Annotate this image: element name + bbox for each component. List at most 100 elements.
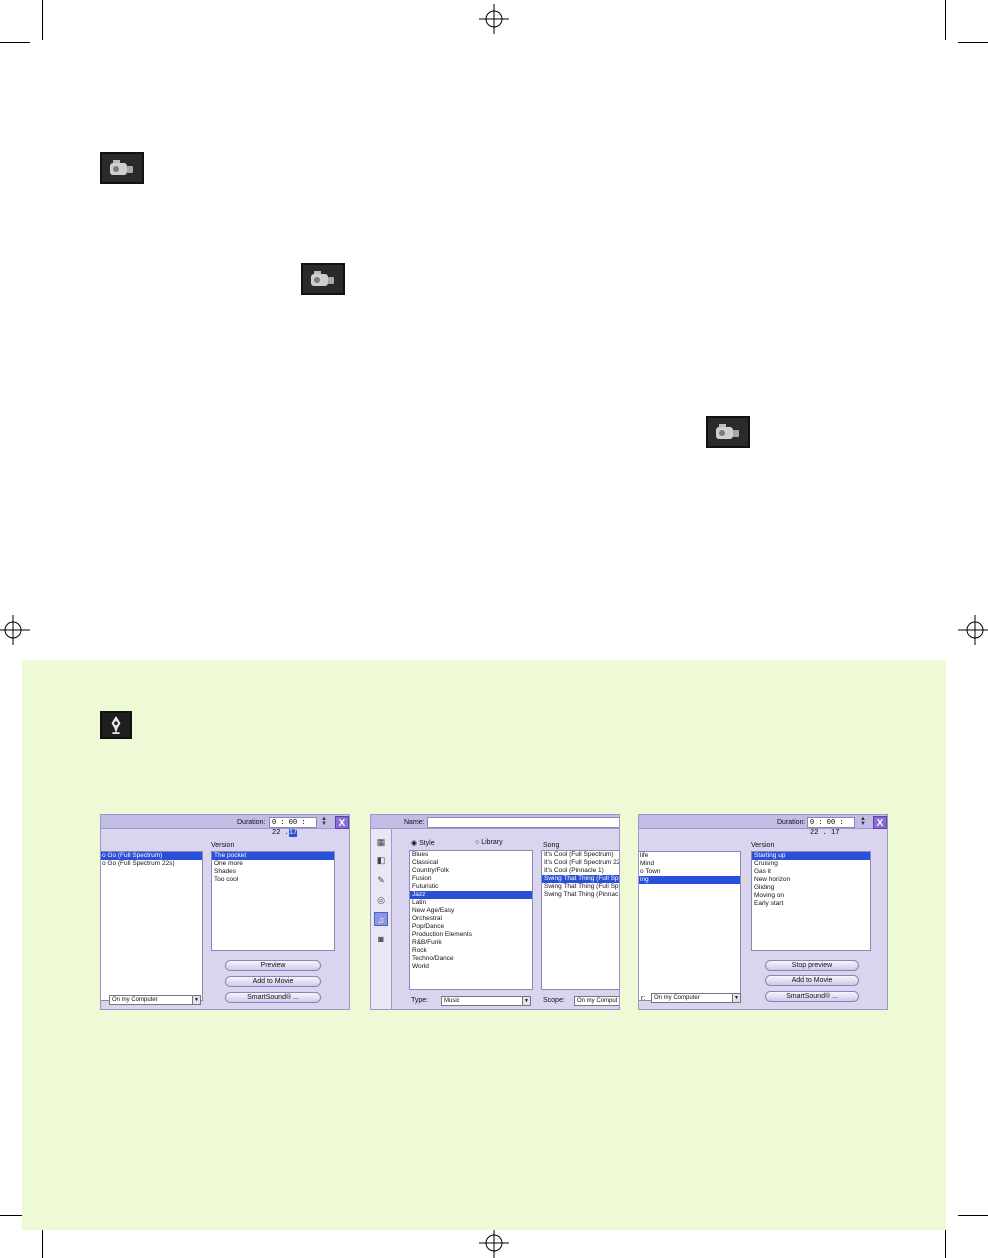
list-item[interactable]: Latin <box>412 899 427 906</box>
list-item[interactable]: Too cool <box>214 876 239 883</box>
type-select[interactable]: Music ▼ <box>441 996 531 1006</box>
library-label: Library <box>481 839 503 846</box>
smartsound-button[interactable]: SmartSound® ... <box>225 992 321 1003</box>
duration-field[interactable]: 0 : 00 : 22 .17 <box>269 817 317 837</box>
list-item[interactable]: Orchestral <box>412 915 442 922</box>
smartsound-button[interactable]: SmartSound® ... <box>765 991 859 1002</box>
library-radio[interactable]: ○ Library <box>475 839 503 846</box>
list-item[interactable]: Classical <box>412 859 439 866</box>
list-item[interactable]: R&B/Funk <box>412 939 442 946</box>
preview-button[interactable]: Preview <box>225 960 321 971</box>
list-item[interactable]: ing <box>639 876 740 884</box>
list-item[interactable]: Swing That Thing (Full Sp <box>542 875 619 883</box>
duration-field[interactable]: 0 : 00 : 22 . 17 <box>807 817 855 837</box>
type-value: Music <box>444 998 460 1004</box>
list-item[interactable]: life <box>640 852 649 859</box>
duration-label: Duration: <box>777 819 806 826</box>
song-list[interactable]: o Go (Full Spectrum) o Go (Full Spectrum… <box>101 851 203 1001</box>
scope-select[interactable]: On my Comput <box>574 996 619 1006</box>
list-item[interactable]: It's Cool (Full Spectrum 22 <box>544 859 620 866</box>
duration-spinner[interactable]: ▲▼ <box>321 816 327 827</box>
list-item[interactable]: o Go (Full Spectrum) <box>101 852 202 860</box>
style-list[interactable]: Blues Classical Country/Folk Fusion Futu… <box>409 850 533 990</box>
registration-mark-top <box>479 4 509 34</box>
camcorder-icon <box>100 152 144 184</box>
list-item[interactable]: World <box>412 963 429 970</box>
smartsound-window-2: Name: ▦ ◧ ✎ ◎ ♫ ◙ ◉ Style ○ Library Song… <box>370 814 620 1010</box>
type-label: Type: <box>411 997 429 1004</box>
list-item[interactable]: o Town <box>640 868 661 875</box>
transition-tab-icon[interactable]: ◧ <box>376 855 386 865</box>
list-item[interactable]: Blues <box>412 851 429 858</box>
version-list[interactable]: Starting up Cruising Gas it New horizon … <box>751 851 871 951</box>
chevron-down-icon: ▼ <box>522 997 530 1005</box>
list-item[interactable]: Country/Folk <box>412 867 449 874</box>
list-item[interactable]: Production Elements <box>412 931 472 938</box>
list-item[interactable]: The pocket <box>212 852 334 860</box>
list-item[interactable]: Gas it <box>754 868 771 875</box>
scope-label-fragment: r: <box>641 995 646 1002</box>
sound-tab-icon[interactable]: ◙ <box>378 934 384 944</box>
list-item[interactable]: Early start <box>754 900 784 907</box>
list-item[interactable]: Gliding <box>754 884 775 891</box>
list-item[interactable]: New horizon <box>754 876 791 883</box>
crop-mark <box>42 1216 43 1258</box>
scope-label: Scope: <box>543 997 565 1004</box>
name-field[interactable] <box>427 817 619 828</box>
title-tab-icon[interactable]: ✎ <box>377 875 385 885</box>
smartsound-window-1: Duration: 0 : 00 : 22 .17 ▲▼ X o Go (Ful… <box>100 814 350 1010</box>
list-item[interactable]: One more <box>214 860 243 867</box>
list-item[interactable]: Cruising <box>754 860 778 867</box>
crop-mark <box>0 1215 30 1216</box>
camcorder-icon <box>706 416 750 448</box>
list-item[interactable]: Jazz <box>410 891 532 899</box>
add-to-movie-button[interactable]: Add to Movie <box>765 975 859 986</box>
close-button[interactable]: X <box>335 816 349 829</box>
crop-mark <box>0 42 30 43</box>
duration-label: Duration: <box>237 819 266 826</box>
list-item[interactable]: Rock <box>412 947 427 954</box>
list-item[interactable]: Swing That Thing (Pinnac <box>544 891 619 898</box>
scope-select[interactable]: On my Computer ▼ <box>109 995 201 1005</box>
song-list[interactable]: life Mind o Town ing <box>639 851 741 1001</box>
chevron-down-icon: ▼ <box>192 996 200 1004</box>
style-label: Style <box>419 840 435 847</box>
list-item[interactable]: Fusion <box>412 875 432 882</box>
scope-value: On my Computer <box>654 995 700 1001</box>
song-list[interactable]: It's Cool (Full Spectrum) It's Cool (Ful… <box>541 850 620 990</box>
list-item[interactable]: It's Cool (Full Spectrum) <box>544 851 614 858</box>
registration-mark-left <box>0 615 30 645</box>
close-button[interactable]: X <box>873 816 887 829</box>
duration-text: 0 : 00 : 22 . 17 <box>810 819 844 837</box>
style-radio[interactable]: ◉ Style <box>411 840 435 847</box>
scope-value: On my Comput <box>577 998 618 1004</box>
duration-spinner[interactable]: ▲▼ <box>860 816 866 827</box>
chevron-down-icon: ▼ <box>732 994 740 1002</box>
duration-text: 0 : 00 : 22 . <box>272 819 306 837</box>
disc-tab-icon[interactable]: ◎ <box>377 895 385 905</box>
add-to-movie-button[interactable]: Add to Movie <box>225 976 321 987</box>
list-item[interactable]: Starting up <box>752 852 870 860</box>
registration-mark-right <box>958 615 988 645</box>
list-item[interactable]: Shades <box>214 868 237 875</box>
list-item[interactable]: Techno/Dance <box>412 955 454 962</box>
fountain-pen-icon <box>100 711 132 739</box>
scope-select[interactable]: On my Computer ▼ <box>651 993 741 1003</box>
version-header: Version <box>751 842 775 849</box>
scope-value: On my Computer <box>112 997 158 1003</box>
version-list[interactable]: The pocket One more Shades Too cool <box>211 851 335 951</box>
list-item[interactable]: Pop/Dance <box>412 923 445 930</box>
list-item[interactable]: Mind <box>640 860 655 867</box>
stop-preview-button[interactable]: Stop preview <box>765 960 859 971</box>
list-item[interactable]: Futuristic <box>412 883 439 890</box>
video-tab-icon[interactable]: ▦ <box>376 837 386 847</box>
crop-mark <box>958 42 988 43</box>
list-item[interactable]: New Age/Easy <box>412 907 455 914</box>
list-item[interactable]: Moving on <box>754 892 784 899</box>
crop-mark <box>958 1215 988 1216</box>
list-item[interactable]: o Go (Full Spectrum 22s) <box>102 860 175 867</box>
list-item[interactable]: It's Cool (Pinnacle 1) <box>544 867 604 874</box>
crop-mark <box>945 1216 946 1258</box>
list-item[interactable]: Swing That Thing (Full Sp <box>544 883 619 890</box>
music-tab-icon[interactable]: ♫ <box>374 912 388 926</box>
